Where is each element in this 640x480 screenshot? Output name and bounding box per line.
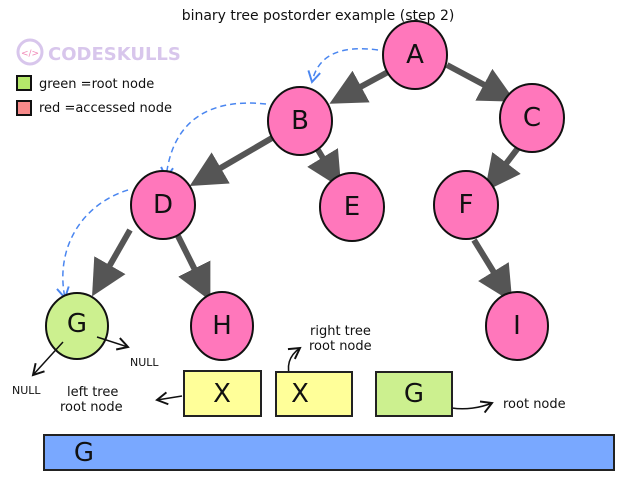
right-subtree-value: X [291,379,309,409]
edge-f-i [471,238,513,303]
diagram-title: binary tree postorder example (step 2) [182,8,455,24]
output-value: G [74,438,94,468]
node-a-label: A [406,40,424,70]
legend-label-red: red =accessed node [39,101,172,116]
null-right-label: NULL [130,356,159,369]
traversal-arrow-a-b [307,48,379,84]
edge-a-c [445,62,516,102]
edge-b-e [307,148,342,189]
node-g: G [45,292,109,360]
edge-a-b [329,69,390,104]
node-i-label: I [513,311,521,341]
codeskulls-logo: </> CODESKULLS [16,38,181,66]
root-node-arrow [451,400,494,414]
node-a: A [382,20,448,90]
output-bar: G [43,434,615,471]
node-f-label: F [459,190,474,220]
node-h-label: H [212,311,232,341]
node-i: I [485,291,549,361]
tree-nodes: A B C D E F G H I [45,20,565,361]
state-boxes: X X G [183,370,453,417]
node-h: H [190,291,254,361]
null-left-label: NULL [12,384,41,397]
node-g-label: G [67,309,87,339]
code-icon: </> [21,49,39,59]
left-tree-label-1: left tree [67,385,118,400]
node-e: E [319,172,385,242]
legend-swatch-red [16,100,32,116]
edge-b-d [189,135,274,187]
edge-c-f [484,146,521,192]
right-subtree-box: X [275,371,353,417]
tree-edges [92,62,521,303]
right-tree-label-2: root node [309,339,372,354]
node-d-label: D [153,190,173,220]
left-subtree-box: X [183,370,262,417]
node-c-label: C [523,103,541,133]
legend: green =root node red =accessed node [16,75,172,116]
traversal-path [56,48,379,300]
legend-swatch-green [16,75,32,91]
left-tree-arrow [155,391,183,406]
legend-label-green: green =root node [39,77,154,92]
node-b: B [267,86,333,156]
traversal-arrow-b-d [160,102,267,180]
node-e-label: E [344,192,360,222]
node-d: D [130,170,196,240]
edge-d-h [175,234,211,301]
null-right-arrow [96,336,130,351]
root-value: G [404,379,424,409]
right-tree-label-1: right tree [310,324,371,339]
left-subtree-value: X [213,379,231,409]
left-tree-label-2: root node [60,400,123,415]
node-f: F [433,170,499,240]
root-node-label: root node [503,397,566,412]
null-left-arrow [31,341,64,377]
logo-text: CODESKULLS [48,44,181,65]
root-box: G [375,371,453,417]
traversal-arrow-d-g [56,189,129,300]
node-b-label: B [291,106,309,136]
node-c: C [499,83,565,153]
edge-d-g [92,228,133,297]
